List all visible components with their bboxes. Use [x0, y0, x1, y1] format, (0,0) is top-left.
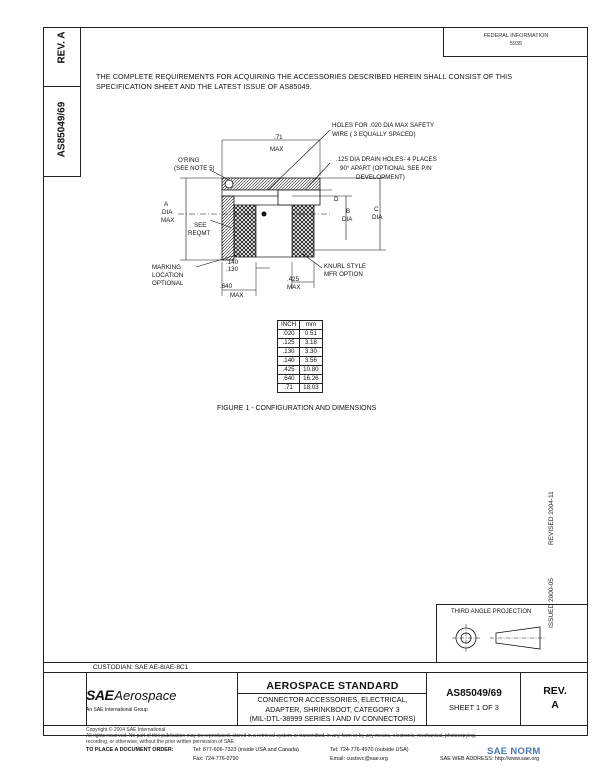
title-block-rev: REV. A	[522, 684, 588, 712]
rights-line2: recording, or otherwise, without the pri…	[86, 739, 236, 746]
header-rev-box: REV. A	[43, 27, 81, 87]
projection-symbol-icon	[452, 624, 546, 652]
label-dia-1: DIA	[162, 209, 173, 216]
description-line3: (MIL-DTL-38999 SERIES I AND IV CONNECTOR…	[249, 714, 416, 723]
table-cell-mm: 3.56	[299, 356, 323, 366]
logo-sae: SAE	[86, 687, 114, 703]
order-tel-inside: Tel: 877-606-7323 (inside USA and Canada…	[193, 747, 299, 753]
description-line1: CONNECTOR ACCESSORIES, ELECTRICAL,	[257, 695, 408, 704]
label-reqmt: REQMT	[188, 230, 211, 237]
header-docnum-box: AS85049/69	[43, 87, 81, 177]
copyright-line: Copyright © 2004 SAE International	[86, 727, 166, 733]
label-dim-71: .71	[274, 134, 283, 141]
label-b: B	[346, 208, 351, 215]
title-block-divider	[237, 673, 238, 725]
table-header-row: INCH mm	[276, 320, 323, 330]
label-max-1: MAX	[270, 146, 284, 153]
order-email: Email: custsvc@sae.org	[330, 756, 388, 762]
table-cell-mm: 0.51	[299, 329, 323, 339]
federal-info-box: FEDERAL INFORMATION 5935	[443, 27, 588, 57]
sae-web-address[interactable]: SAE WEB ADDRESS: http://www.sae.org	[440, 756, 540, 762]
label-oring-line1: O'RING	[178, 157, 200, 164]
figure-caption: FIGURE 1 - CONFIGURATION AND DIMENSIONS	[217, 405, 377, 412]
label-marking-line2: LOCATION	[152, 272, 184, 279]
fed-box-line2: 5935	[509, 41, 523, 47]
projection-box	[436, 604, 588, 662]
sheet-border	[43, 27, 588, 736]
title-block-divider	[520, 673, 521, 725]
table-cell-mm: 18.03	[299, 383, 323, 393]
title-block-bottom-line	[43, 725, 588, 726]
label-max-3: MAX	[230, 292, 244, 299]
title-block-divider	[237, 693, 426, 694]
description-line2: ADAPTER, SHRINKBOOT, CATEGORY 3	[265, 704, 400, 714]
standard-description: CONNECTOR ACCESSORIES, ELECTRICAL, ADAPT…	[240, 695, 425, 724]
table-cell-mm: 10.80	[299, 365, 323, 375]
fed-box-line1: FEDERAL INFORMATION	[483, 33, 549, 39]
label-drain-line1: .125 DIA DRAIN HOLES- 4 PLACES	[336, 156, 437, 163]
label-marking-line1: MARKING	[152, 264, 181, 271]
label-holes-line1: HOLES FOR .020 DIA MAX SAFETY	[332, 122, 435, 129]
rights-line1: All rights reserved. No part of this pub…	[86, 733, 477, 740]
title-block-rev-value: A	[551, 699, 559, 711]
title-block-rev-label: REV.	[543, 685, 567, 697]
label-dim-140: .140	[226, 259, 239, 266]
label-dim-425: .425	[287, 276, 300, 283]
order-tel-outside: Tel: 724-776-4970 (outside USA)	[330, 747, 409, 753]
table-header-mm: mm	[299, 320, 323, 330]
logo-subtitle: An SAE International Group	[86, 707, 148, 713]
standard-title: AEROSPACE STANDARD	[266, 680, 399, 692]
label-a: A	[164, 201, 169, 208]
requirement-text: THE COMPLETE REQUIREMENTS FOR ACQUIRING …	[96, 72, 513, 91]
copyright-notice: Copyright © 2004 SAE International All r…	[86, 727, 476, 746]
logo-aerospace: Aerospace	[114, 688, 177, 703]
table-cell-mm: 3.18	[299, 338, 323, 348]
label-drain-line3: DEVELOPMENT)	[356, 174, 405, 181]
custodian: CUSTODIAN: SAE AE-8/AE-8C1	[43, 662, 588, 673]
table-cell-inch: .640	[276, 374, 301, 384]
revised-date: REVISED 2004-11	[548, 491, 555, 545]
label-max-4: MAX	[287, 284, 301, 291]
sae-norm-watermark: SAE NORM	[487, 746, 541, 757]
table-cell-mm: 16.26	[299, 374, 323, 384]
label-dia-2: DIA	[342, 216, 353, 223]
title-block-doc-number: AS85049/69	[446, 688, 502, 699]
order-fax: Fax: 724-776-0790	[193, 756, 239, 762]
label-max-2: MAX	[161, 217, 175, 224]
projection-title: THIRD ANGLE PROJECTION	[451, 609, 532, 615]
label-knurl-line2: MFR OPTION	[324, 271, 363, 278]
title-block-divider	[86, 673, 87, 725]
table-header-inch: INCH	[276, 320, 301, 330]
table-cell-inch: .125	[276, 338, 301, 348]
table-cell-inch: .020	[276, 329, 301, 339]
label-dim-130: .130	[226, 266, 239, 273]
label-marking-line3: OPTIONAL	[152, 280, 184, 287]
label-dia-3: DIA	[372, 214, 383, 221]
label-knurl-line1: KNURL STYLE	[324, 263, 367, 270]
table-cell-inch: .140	[276, 356, 301, 366]
label-see: SEE	[194, 222, 207, 229]
title-block-divider	[426, 673, 427, 725]
table-cell-inch: .425	[276, 365, 301, 375]
order-label: TO PLACE A DOCUMENT ORDER:	[86, 747, 174, 753]
label-c: C	[374, 206, 379, 213]
table-cell-inch: .71	[276, 383, 301, 393]
label-oring-line2: (SEE NOTE 5)	[174, 165, 215, 172]
label-holes-line2: WIRE ( 3 EQUALLY SPACED)	[332, 131, 416, 138]
table-cell-inch: .130	[276, 347, 301, 357]
label-drain-line2: 90° APART (OPTIONAL SEE P/N	[340, 165, 432, 172]
sheet-number: SHEET 1 OF 3	[449, 703, 499, 712]
label-d: D	[334, 196, 339, 203]
label-dim-640: .640	[220, 283, 233, 290]
table-cell-mm: 3.30	[299, 347, 323, 357]
